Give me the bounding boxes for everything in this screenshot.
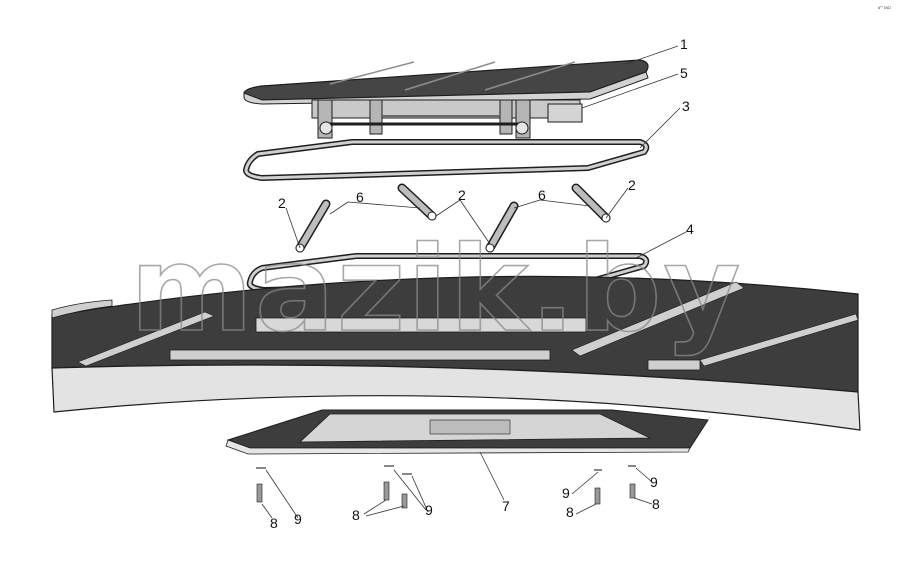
callout-8-left: 8 (270, 515, 278, 531)
callout-9-center: 9 (425, 502, 433, 518)
callout-8-center: 8 (352, 507, 360, 523)
part-9-washers (256, 465, 636, 475)
callout-6-left: 6 (356, 189, 364, 205)
callout-2-center: 2 (458, 187, 466, 203)
callout-4: 4 (686, 221, 694, 237)
callout-9-right-b: 9 (650, 474, 658, 490)
part-1-hatch-lid (243, 59, 649, 105)
corner-mark: ʁᴹ ɪɴɪɪ (878, 5, 891, 10)
part-3-gasket-frame (242, 139, 650, 182)
callout-7: 7 (502, 498, 510, 514)
callout-8-right-b: 8 (652, 496, 660, 512)
callout-8-right-a: 8 (566, 504, 574, 520)
part-7-inner-trim (225, 409, 709, 455)
callout-1: 1 (680, 36, 688, 52)
part-8-screws (256, 481, 636, 509)
callout-9-right-a: 9 (562, 485, 570, 501)
callout-2-left: 2 (278, 195, 286, 211)
callout-9-left: 9 (294, 511, 302, 527)
callout-5: 5 (680, 65, 688, 81)
callout-3: 3 (682, 98, 690, 114)
watermark: mazik.by (130, 220, 742, 358)
leader-lines (261, 45, 687, 519)
part-6-gas-strut-center-left (397, 183, 437, 221)
roof-panel (51, 275, 861, 431)
callout-2-right: 2 (628, 177, 636, 193)
callout-6-right: 6 (538, 187, 546, 203)
part-5-hinge-mechanism (311, 99, 583, 139)
